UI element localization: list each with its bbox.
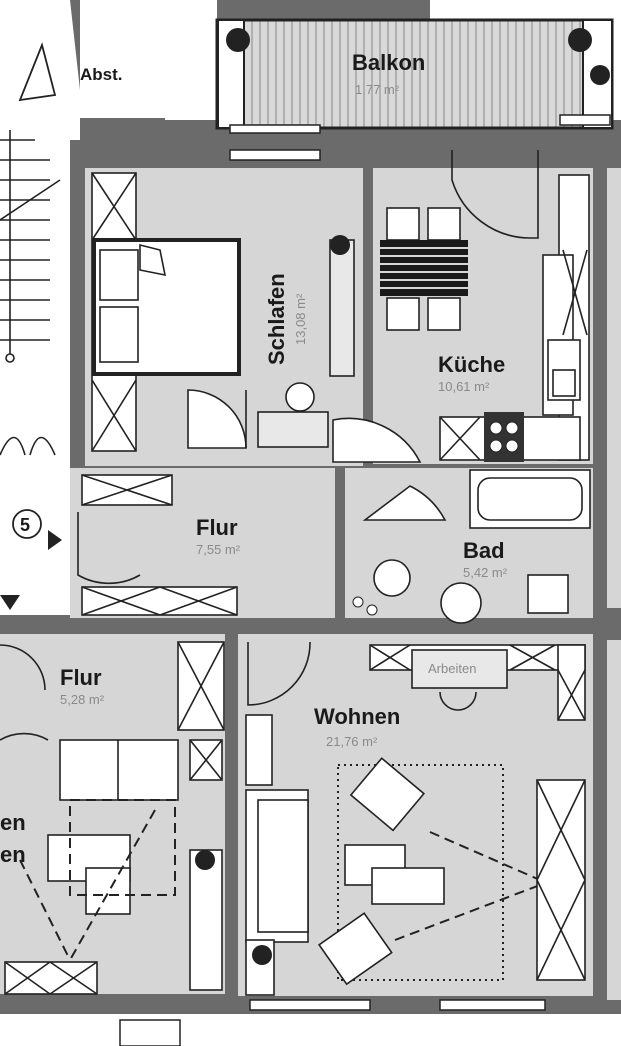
kueche-label: Küche (438, 352, 505, 377)
wohnen-area: 21,76 m² (326, 734, 378, 749)
flur2-area: 5,28 m² (60, 692, 105, 707)
plant-icons (195, 28, 610, 965)
partial-room-label-1: en (0, 810, 26, 835)
staircase (0, 130, 61, 456)
wohnen-label: Wohnen (314, 704, 400, 729)
schlafen-area: 13,08 m² (293, 293, 308, 345)
bad-area: 5,42 m² (463, 565, 508, 580)
marker-circle (12, 509, 42, 539)
flur1-area: 7,55 m² (196, 542, 241, 557)
kueche-area: 10,61 m² (438, 379, 490, 394)
balkon-area: 1,77 m² (355, 82, 400, 97)
flur1-furniture (77, 474, 238, 616)
window-openings (119, 114, 611, 1046)
partial-room-label-2: en (0, 842, 26, 867)
flur2-furniture (0, 641, 225, 995)
kitchen-counter (439, 174, 590, 462)
dining-table (380, 207, 468, 331)
balkon-label: Balkon (352, 50, 425, 75)
arbeiten-label: Arbeiten (428, 661, 476, 676)
schlafen-label: Schlafen (264, 273, 289, 365)
abst-symbol (18, 42, 57, 102)
flur1-label: Flur (196, 515, 238, 540)
living-furniture: Arbeiten (245, 641, 586, 996)
marker-number: 5 (20, 515, 30, 535)
kitchen-door (451, 150, 539, 239)
abst-label: Abst. (80, 65, 123, 84)
bad-label: Bad (463, 538, 505, 563)
bathroom-fixtures (332, 417, 591, 624)
double-bed (92, 238, 241, 376)
flur2-label: Flur (60, 665, 102, 690)
